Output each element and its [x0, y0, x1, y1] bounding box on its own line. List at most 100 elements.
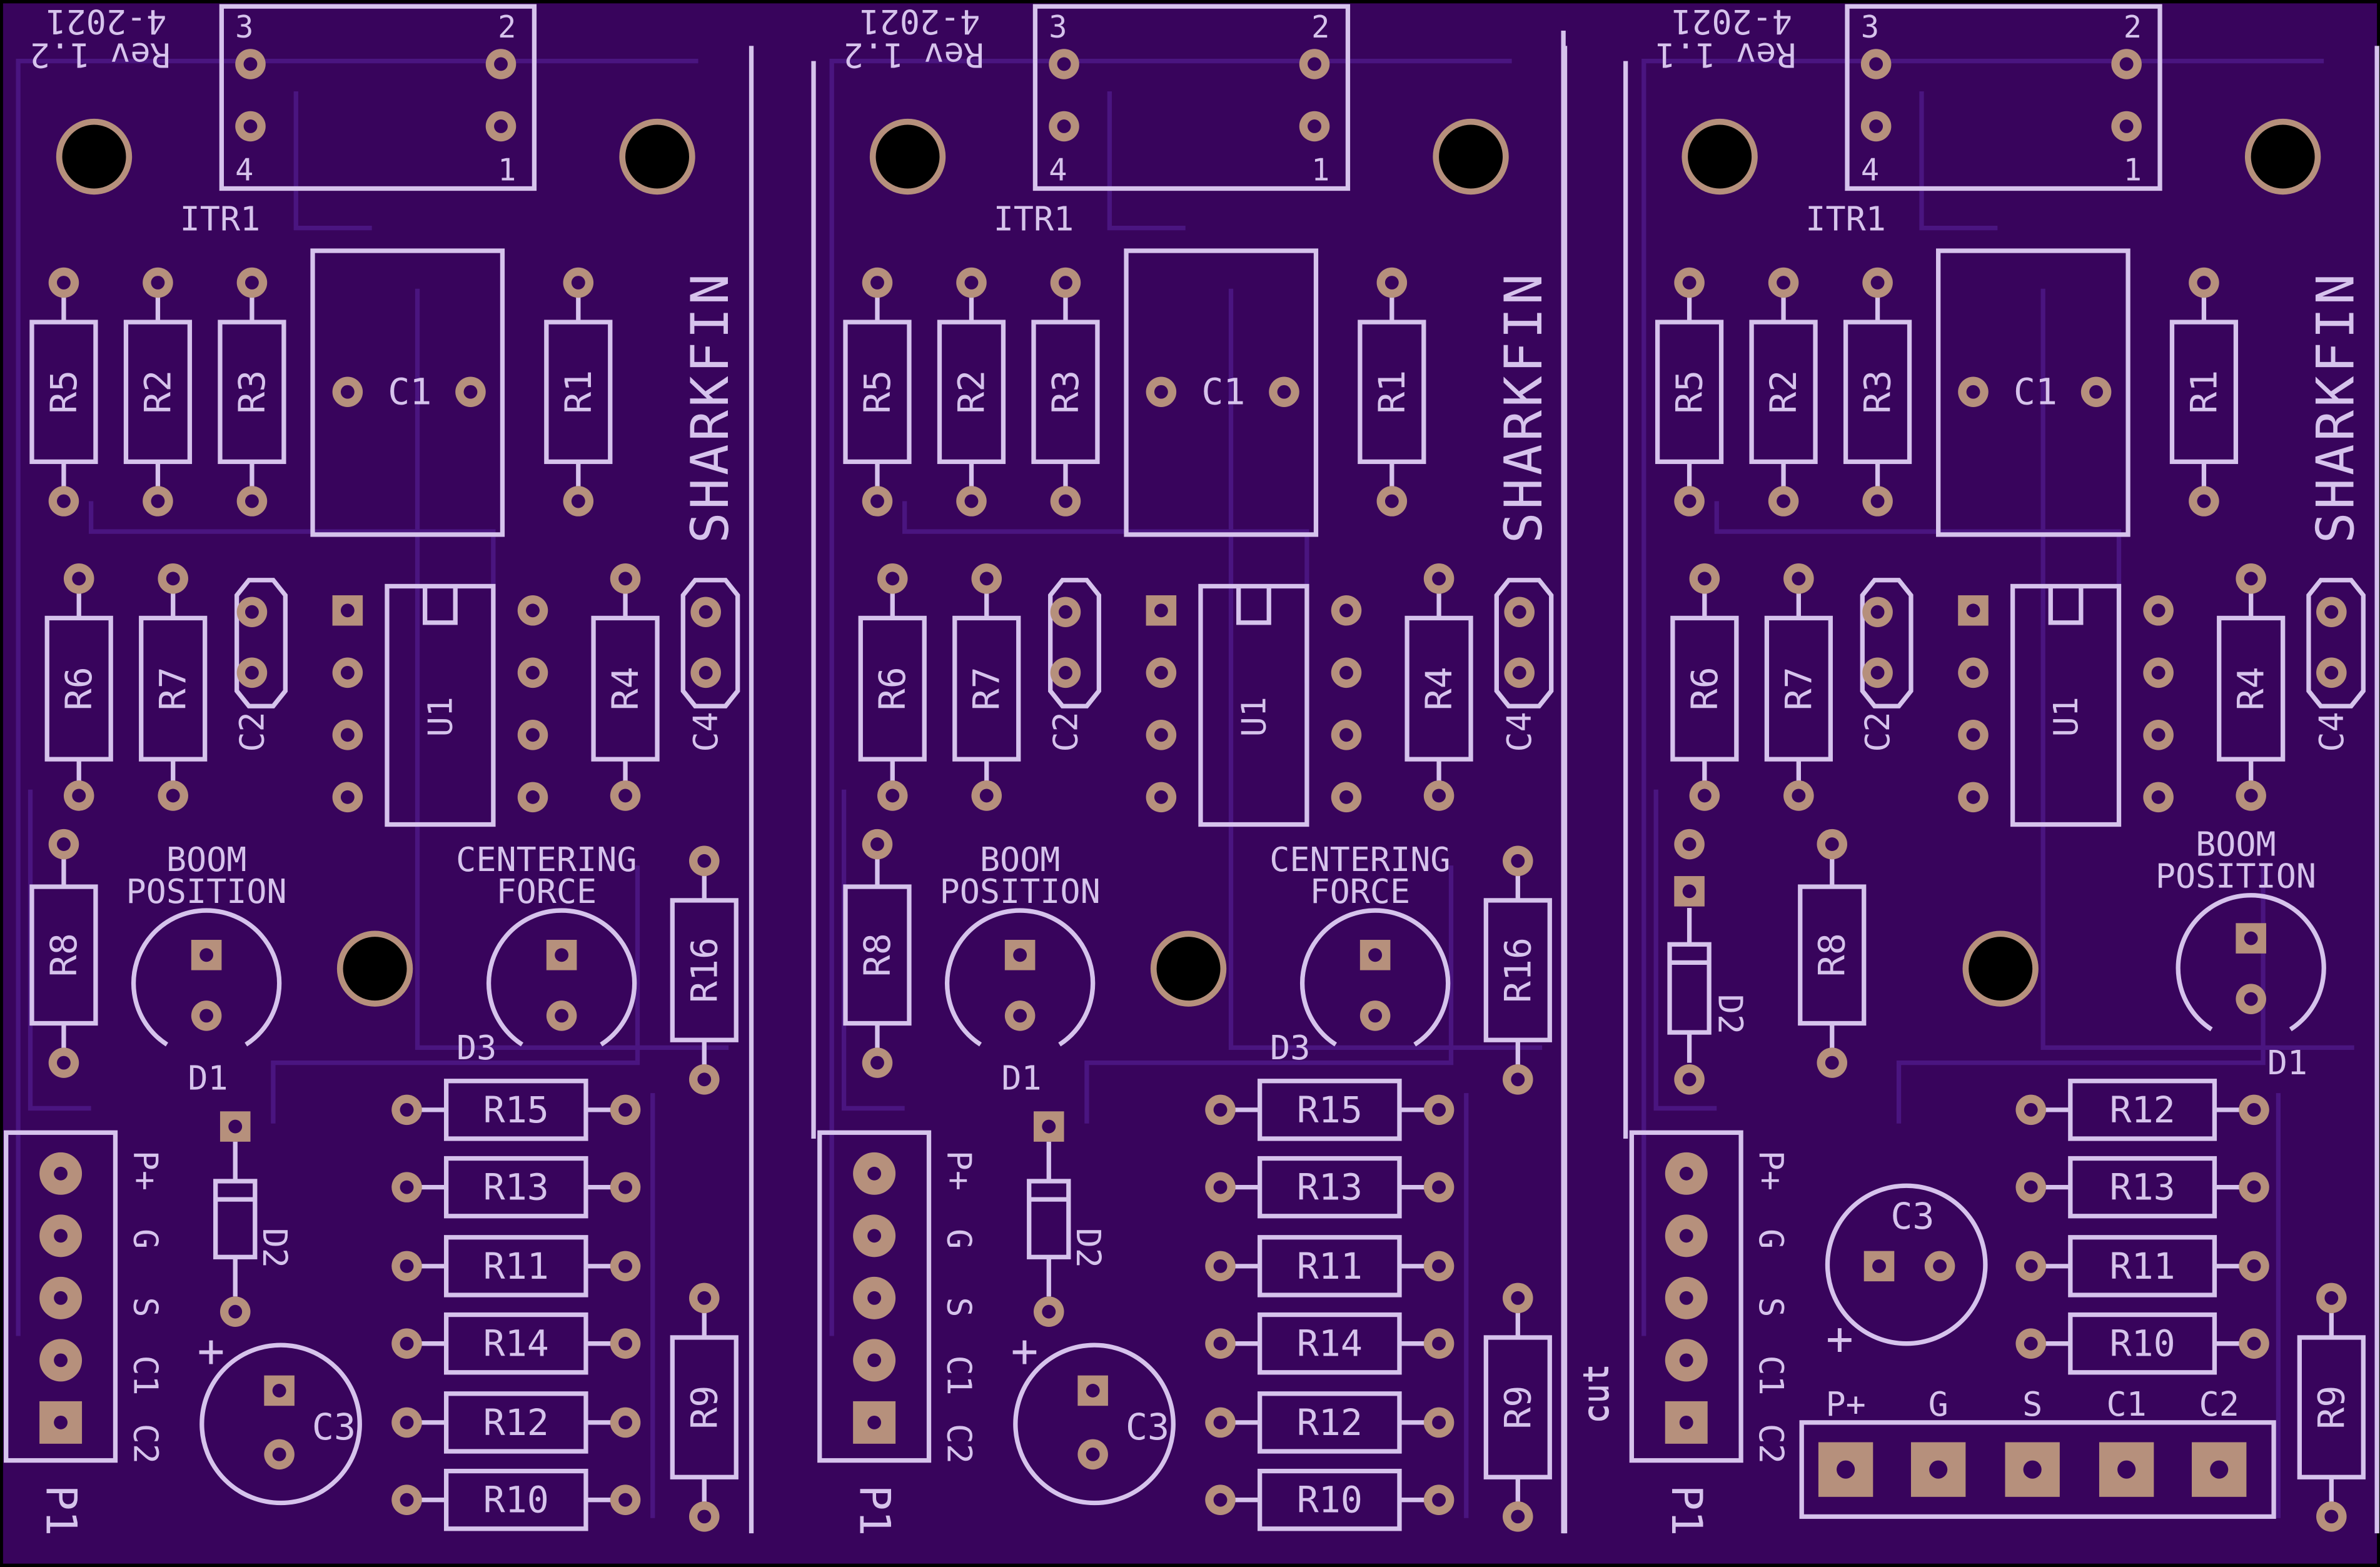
- pad-drill: [2023, 1460, 2042, 1479]
- d3-label: D3: [1270, 1028, 1310, 1067]
- pad-drill: [2151, 728, 2166, 742]
- resistor-label: R1: [557, 370, 600, 414]
- c3-label: C3: [1890, 1195, 1934, 1237]
- pad-drill: [2247, 1102, 2261, 1117]
- pad-drill: [1042, 1119, 1056, 1134]
- c2-outline: [1048, 578, 1102, 708]
- resistor-label: R16: [1496, 937, 1539, 1003]
- boom-label: BOOM: [166, 840, 247, 879]
- copper-trace: [415, 288, 729, 1050]
- mounting-hole: [1969, 937, 2033, 1001]
- pad-drill: [1870, 665, 1885, 680]
- d1-label: D1: [188, 1058, 228, 1097]
- pad-drill: [2024, 1180, 2038, 1194]
- resistor-body: [443, 1468, 588, 1531]
- copper-trace: [16, 58, 698, 1336]
- pad-drill: [1154, 665, 1168, 680]
- pad-drill: [57, 837, 71, 852]
- pad-drill: [867, 1353, 882, 1368]
- pad-drill: [555, 948, 569, 962]
- pad-drill: [2119, 119, 2134, 133]
- resistor-body: [1258, 1156, 1402, 1219]
- pad-drill: [245, 494, 259, 508]
- c3-plus-label: +: [197, 1324, 224, 1378]
- p1-pin-label: C1: [940, 1355, 979, 1395]
- d2-label: D2: [1711, 994, 1750, 1034]
- pad-drill: [618, 572, 632, 586]
- c1-outline: [1124, 248, 1319, 537]
- itr1-pin-label: 2: [1311, 10, 1329, 45]
- resistor-body: [443, 1235, 588, 1297]
- pad-drill: [1059, 665, 1072, 680]
- resistor-body: [443, 1079, 588, 1141]
- pad-drill: [1966, 790, 1980, 804]
- cut-label: cut: [1576, 1364, 1615, 1424]
- resistor-label: R13: [483, 1166, 549, 1209]
- resistor-label: R4: [604, 667, 647, 710]
- pad-drill: [1825, 837, 1839, 852]
- pad-drill: [698, 605, 713, 619]
- pad-drill: [571, 276, 585, 290]
- d1-label: D1: [1001, 1058, 1041, 1097]
- resistor-body: [2217, 615, 2286, 762]
- resistor-label: R3: [1857, 370, 1899, 414]
- resistor-label: R9: [1496, 1386, 1539, 1429]
- resistor-label: R9: [683, 1386, 725, 1429]
- pad-drill: [72, 572, 86, 586]
- u1-notch: [1236, 586, 1271, 625]
- position-label: POSITION: [940, 872, 1101, 911]
- resistor-body: [1258, 1235, 1402, 1297]
- resistor-label: R6: [1683, 667, 1726, 710]
- resistor-body: [1843, 320, 1912, 465]
- resistor-label: R12: [1297, 1401, 1363, 1444]
- pad-drill: [199, 1009, 214, 1023]
- c1-label: C1: [2014, 371, 2057, 413]
- pad-drill: [1013, 948, 1027, 962]
- mounting-hole: [2251, 124, 2315, 189]
- pad-drill: [1308, 57, 1321, 71]
- resistor-label: R16: [683, 937, 725, 1003]
- c4-outline: [2306, 578, 2366, 708]
- pad-drill: [245, 665, 259, 680]
- header-pin-label: C2: [2199, 1384, 2239, 1424]
- resistor-label: R15: [483, 1089, 549, 1131]
- pad-drill: [57, 1056, 71, 1070]
- resistor-body: [44, 615, 113, 762]
- resistor-label: R13: [1297, 1166, 1363, 1209]
- resistor-label: R5: [43, 370, 85, 414]
- pad-drill: [964, 276, 979, 290]
- pad-drill: [245, 276, 259, 290]
- pad-drill: [1679, 1229, 1693, 1243]
- pad-drill: [57, 494, 71, 508]
- pad-drill: [2244, 992, 2258, 1006]
- resistor-body: [2068, 1312, 2217, 1375]
- pad-drill: [1059, 605, 1072, 619]
- resistor-label: R1: [2182, 370, 2225, 414]
- pad-drill: [1277, 385, 1291, 399]
- resistor-label: R12: [483, 1401, 549, 1444]
- pad-drill: [1679, 1166, 1693, 1181]
- u1-label: U1: [420, 697, 460, 737]
- pad-drill: [1213, 1102, 1228, 1117]
- resistor-body: [1483, 1335, 1552, 1479]
- itr1-ref-label: ITR1: [994, 199, 1074, 239]
- p1-label: P1: [1661, 1485, 1711, 1536]
- pad-drill: [1154, 603, 1168, 618]
- boom-label: BOOM: [2196, 825, 2276, 864]
- resistor-body: [2068, 1079, 2217, 1141]
- pad-drill: [526, 603, 540, 618]
- date-label: 4-2021: [860, 2, 981, 41]
- pad-drill: [1966, 728, 1980, 742]
- d1-outline: [131, 908, 282, 1047]
- itr1-pin-label: 1: [1311, 153, 1329, 188]
- pad-drill: [2119, 57, 2134, 71]
- pad-drill: [400, 1493, 414, 1507]
- pad-drill: [400, 1102, 414, 1117]
- pad-drill: [245, 605, 259, 619]
- itr1-ref-label: ITR1: [1805, 199, 1886, 239]
- copper-trace: [293, 91, 372, 231]
- pad-drill: [1777, 276, 1790, 290]
- brand-label: SHARKFIN: [1494, 271, 1554, 543]
